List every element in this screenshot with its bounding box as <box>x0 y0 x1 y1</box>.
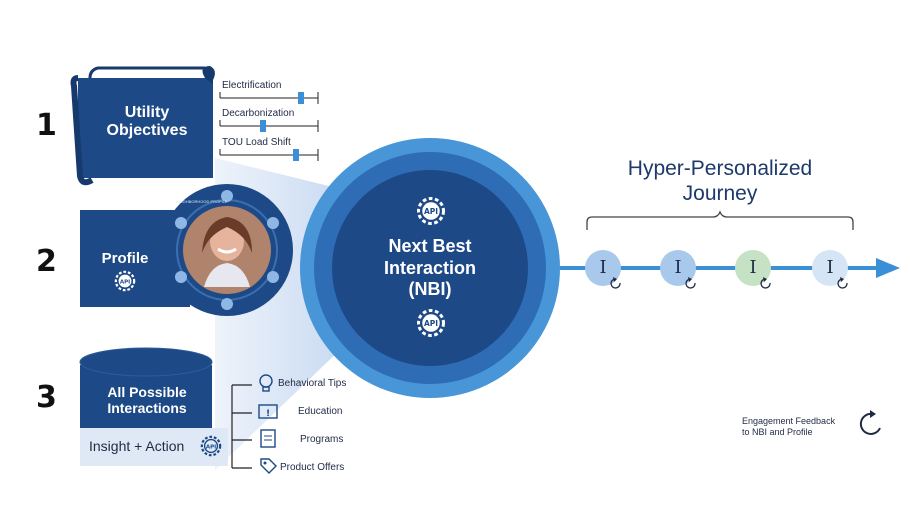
insight-api-gear-icon: API <box>200 435 222 462</box>
journey-node-4[interactable]: I <box>812 250 848 286</box>
database-cylinder <box>80 365 212 428</box>
insight-action-label: Insight + Action <box>89 438 185 454</box>
journey-node-2[interactable]: I <box>660 250 696 286</box>
product-offers-icon <box>258 456 278 481</box>
slider-label-electrification: Electrification <box>222 80 282 91</box>
behavioral-tips-icon <box>256 373 276 398</box>
svg-text:!: ! <box>266 409 270 419</box>
banner-curl-fold <box>88 66 205 79</box>
interactions-title-line2: Interactions <box>107 400 187 417</box>
svg-text:API: API <box>120 279 130 285</box>
svg-text:API: API <box>424 319 438 328</box>
profile-ring <box>160 183 294 317</box>
svg-text:API: API <box>206 444 216 450</box>
programs-icon <box>259 428 277 453</box>
interactions-title-line1: All Possible <box>107 384 187 400</box>
database-top-rim <box>79 347 213 377</box>
feedback-line2: to NBI and Profile <box>742 427 813 438</box>
objectives-title-line2: Objectives <box>106 122 188 140</box>
interaction-product-offers: Product Offers <box>280 462 345 473</box>
journey-arrowhead <box>876 258 900 278</box>
insight-action-box <box>80 428 228 466</box>
nbi-title-line1: Next Best <box>388 236 472 256</box>
slider-handle-tou-load-shift[interactable] <box>293 149 299 161</box>
svg-text:API: API <box>424 207 438 216</box>
profile-title: Profile <box>101 250 149 267</box>
database-top <box>80 348 212 376</box>
interaction-education: Education <box>298 406 343 417</box>
journey-title-line1: Hyper-Personalized <box>627 157 813 180</box>
banner-curl-right <box>202 66 215 84</box>
nbi-api-bottom-icon: API <box>416 308 446 343</box>
interaction-behavioral-tips: Behavioral Tips <box>278 378 347 389</box>
step-number-2: 2 <box>36 244 57 279</box>
objectives-title: Utility Objectives <box>82 104 212 141</box>
interactions-title: All Possible Interactions <box>82 384 212 416</box>
step-number-3: 3 <box>36 380 57 415</box>
interaction-tree <box>231 384 252 469</box>
journey-bracket <box>586 210 854 230</box>
journey-node-1[interactable]: I <box>585 250 621 286</box>
banner-curl-left <box>70 75 94 186</box>
slider-handle-electrification[interactable] <box>298 92 304 104</box>
objectives-banner <box>78 78 213 178</box>
api-gear-icon: API <box>114 270 136 297</box>
feedback-line1: Engagement Feedback <box>742 416 836 426</box>
step-number-1: 1 <box>36 108 57 143</box>
profile-ring-segment-1: NEIGHBORHOOD PROFILE <box>176 199 228 204</box>
feedback-refresh-icon <box>858 410 886 443</box>
slider-label-tou-load-shift: TOU Load Shift <box>222 137 291 148</box>
slider-handle-decarbonization[interactable] <box>260 120 266 132</box>
slider-label-decarbonization: Decarbonization <box>222 108 295 119</box>
journey-title: Hyper-Personalized Journey <box>600 156 840 206</box>
nbi-title-line2: Interaction <box>383 257 476 278</box>
nbi-inner-core <box>332 170 528 366</box>
nbi-title: Next Best Interaction (NBI) <box>360 236 500 301</box>
feedback-legend: Engagement Feedback to NBI and Profile <box>742 416 835 439</box>
journey-node-3[interactable]: I <box>735 250 771 286</box>
objectives-title-line1: Utility <box>124 104 170 121</box>
interaction-programs: Programs <box>300 434 344 445</box>
journey-title-line2: Journey <box>682 182 758 206</box>
education-icon: ! <box>258 402 278 425</box>
nbi-api-top-icon: API <box>416 196 446 231</box>
nbi-title-line3: (NBI) <box>408 279 452 300</box>
